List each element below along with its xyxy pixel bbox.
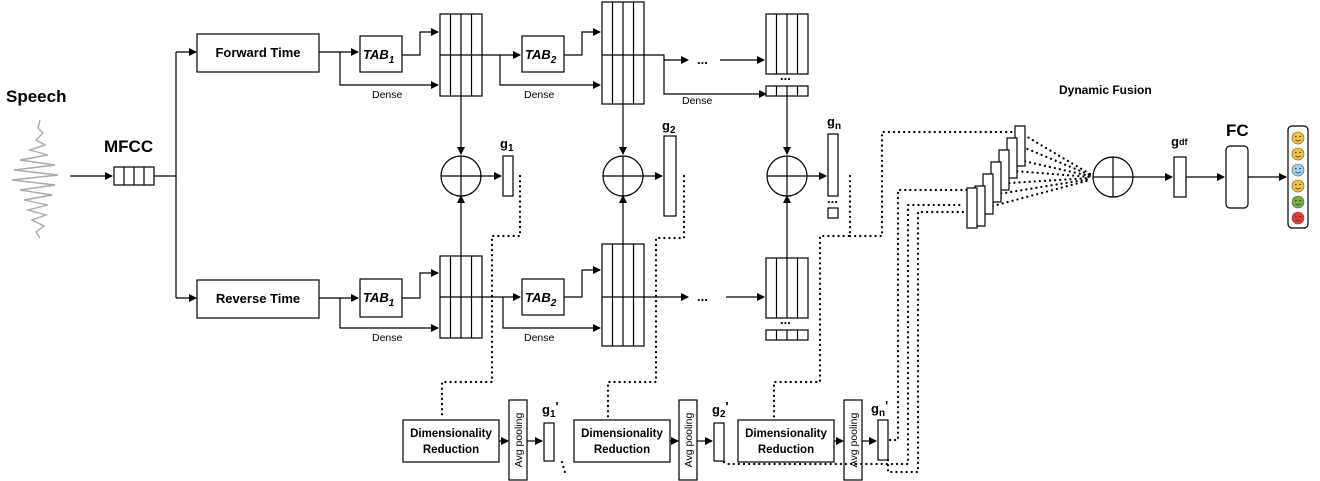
dense-label-reverse-1: Dense: [372, 332, 403, 344]
disgusted-face-icon: [1291, 195, 1305, 209]
smiling-face-icon: [1291, 131, 1305, 145]
tab2-reverse-box: [521, 278, 565, 316]
dim-reduction-n-line2: Reduction: [758, 444, 814, 456]
fusion-sum-node: [1092, 156, 1134, 198]
tab2-forward-label: TAB2: [525, 47, 557, 66]
fc-label: FC: [1226, 121, 1249, 140]
dim-reduction-2-line1: Dimensionality: [581, 428, 663, 440]
avg-pooling-box-n: [843, 399, 863, 481]
dynamic-fusion-title: Dynamic Fusion: [1059, 83, 1152, 97]
tab1-forward-box: [359, 35, 403, 73]
svg-text:...: ...: [780, 312, 791, 327]
feature-stack-forward-n: ...: [765, 13, 809, 97]
sum-node-1: [440, 155, 482, 197]
svg-text:...: ...: [827, 191, 838, 206]
sum-node-n: [766, 155, 808, 197]
speech-waveform-icon: [11, 119, 59, 239]
avg-pooling-label-2: Avg pooling: [683, 412, 695, 467]
stacked-gates: [966, 125, 1026, 229]
reverse-time-label: Reverse Time: [216, 291, 300, 306]
avg-pooling-label-1: Avg pooling: [513, 412, 525, 467]
gate-g2-label: g2: [662, 118, 676, 136]
mfcc-label: MFCC: [104, 137, 153, 156]
gate-gn: ...: [827, 133, 839, 219]
fearful-face-icon: [1291, 179, 1305, 193]
speech-label: Speech: [6, 87, 66, 106]
dense-label-forward-2: Dense: [524, 89, 555, 101]
tab2-forward-box: [521, 35, 565, 73]
avg-pooling-box-2: [678, 399, 698, 481]
angry-face-icon: [1291, 211, 1305, 225]
tab1-reverse-label: TAB1: [363, 290, 395, 309]
dim-reduction-box-1: [402, 419, 500, 463]
dim-reduction-n-line1: Dimensionality: [745, 428, 827, 440]
feature-stack-forward-1: [439, 13, 483, 97]
feature-stack-reverse-2: [601, 243, 645, 347]
gate-g1-label: g1: [500, 136, 514, 154]
crying-face-icon: [1291, 163, 1305, 177]
avg-pooling-label-n: Avg pooling: [848, 412, 860, 467]
gate-gn-label: gn: [827, 114, 841, 132]
dim-reduction-1-line2: Reduction: [423, 444, 479, 456]
tab1-forward-label: TAB1: [363, 47, 395, 66]
forward-time-label: Forward Time: [215, 45, 300, 60]
gate-g1-prime-label: g1': [542, 399, 559, 420]
emotion-faces: [1291, 131, 1305, 225]
dim-reduction-2-line2: Reduction: [594, 444, 650, 456]
gate-g2-prime: [713, 422, 725, 462]
dense-label-reverse-2: Dense: [524, 332, 555, 344]
forward-time-box: [196, 33, 320, 73]
gate-gdf-label: gdf: [1171, 134, 1188, 149]
gate-gn-prime: [877, 419, 889, 461]
mfcc-feature-vector: [113, 166, 155, 186]
tab2-reverse-label: TAB2: [525, 290, 557, 309]
gate-gn-prime-label: gn': [871, 398, 888, 419]
tab1-reverse-box: [359, 278, 403, 318]
dense-label-forward-n: Dense: [682, 95, 713, 107]
feature-stack-reverse-1: [439, 255, 483, 339]
ellipsis-reverse: ...: [697, 289, 708, 304]
reverse-time-box: [196, 279, 320, 319]
ellipsis-forward: ...: [697, 52, 708, 67]
svg-text:...: ...: [780, 68, 791, 83]
avg-pooling-box-1: [508, 399, 528, 481]
surprised-face-icon: [1291, 147, 1305, 161]
gate-g2: [663, 135, 677, 217]
feature-stack-forward-2: [601, 1, 645, 105]
gate-g2-prime-label: g2': [712, 399, 729, 420]
sum-node-2: [602, 155, 644, 197]
fc-layer-box: [1225, 145, 1249, 209]
dim-reduction-1-line1: Dimensionality: [410, 428, 492, 440]
dim-reduction-box-n: [737, 419, 835, 463]
gate-gdf: [1173, 156, 1187, 198]
gate-g1: [502, 155, 514, 197]
feature-stack-reverse-n: ...: [765, 257, 809, 341]
dense-label-forward-1: Dense: [372, 89, 403, 101]
gate-g1-prime: [543, 422, 555, 462]
